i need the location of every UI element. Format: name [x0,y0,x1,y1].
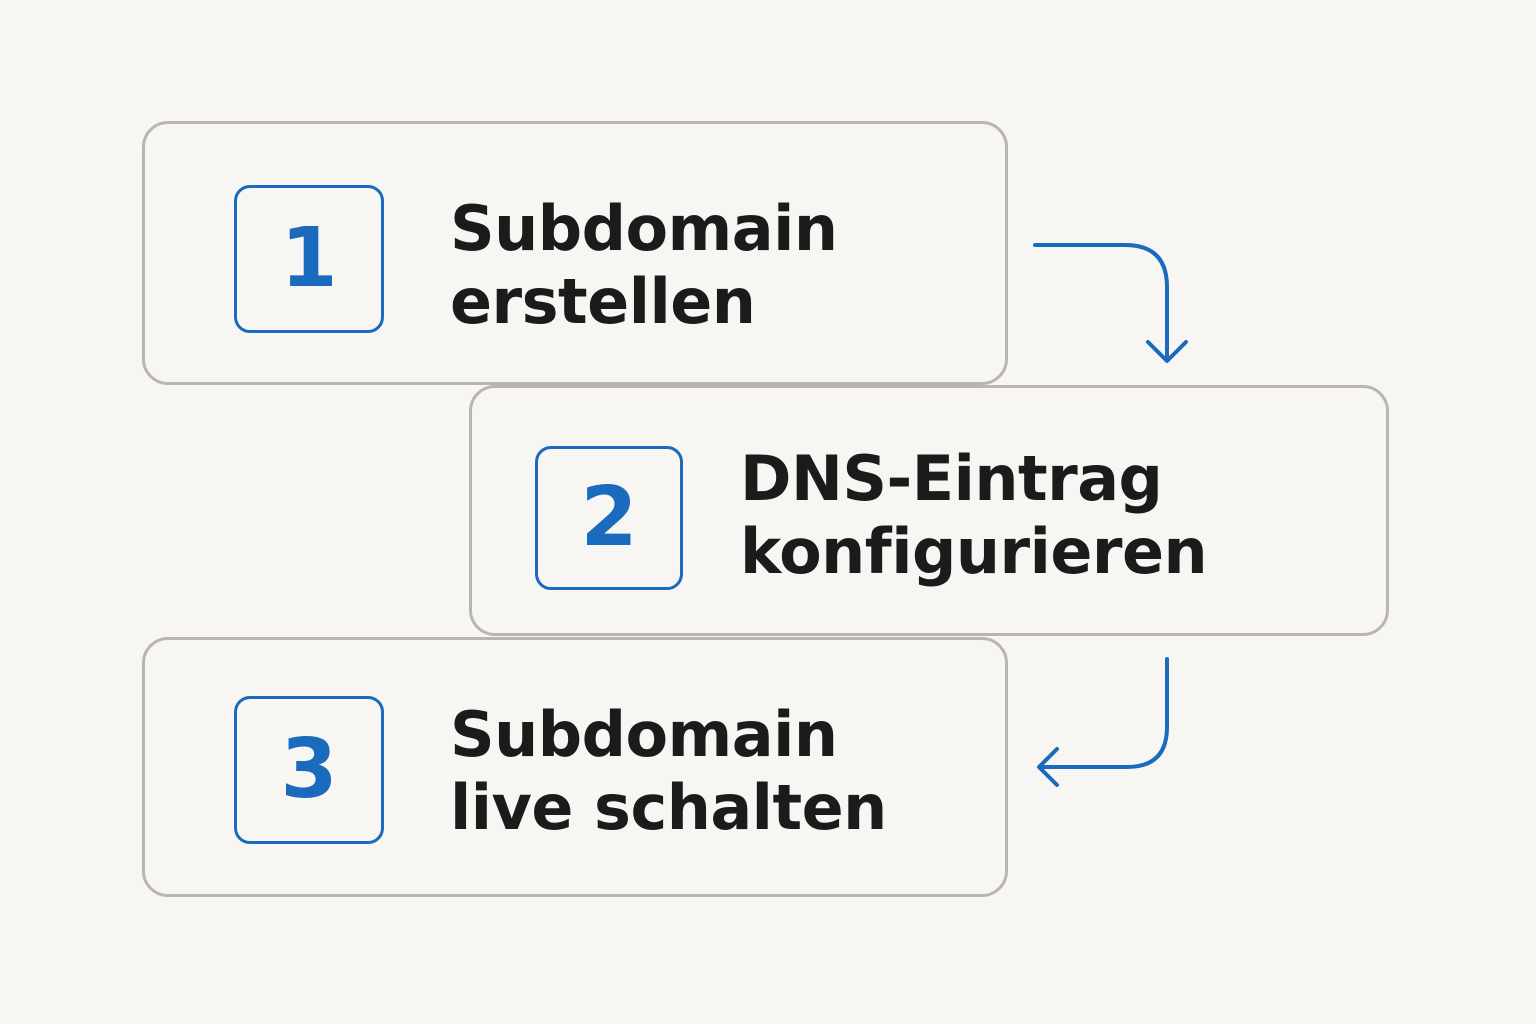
step-label-1: Subdomain erstellen [450,192,838,338]
step-number-badge-2: 2 [535,446,683,590]
step-label-3-line-1: Subdomain [450,698,838,771]
step-number-badge-1: 1 [234,185,384,333]
step-label-3: Subdomain live schalten [450,698,887,844]
step-label-3-line-2: live schalten [450,771,887,844]
step-label-1-line-1: Subdomain [450,192,838,265]
arrow-down-icon [1033,243,1188,363]
step-number-badge-3: 3 [234,696,384,844]
step-label-1-line-2: erstellen [450,265,756,338]
step-label-2-line-1: DNS-Eintrag [740,442,1163,515]
step-label-2-line-2: konfigurieren [740,515,1208,588]
step-number-2: 2 [580,470,638,565]
arrow-left-icon [1037,657,1169,787]
step-card-2: 2 DNS-Eintrag konfigurieren [469,385,1389,636]
step-card-3: 3 Subdomain live schalten [142,637,1008,897]
step-card-1: 1 Subdomain erstellen [142,121,1008,385]
step-label-2: DNS-Eintrag konfigurieren [740,442,1208,588]
step-number-1: 1 [280,211,338,306]
step-number-3: 3 [280,722,338,817]
